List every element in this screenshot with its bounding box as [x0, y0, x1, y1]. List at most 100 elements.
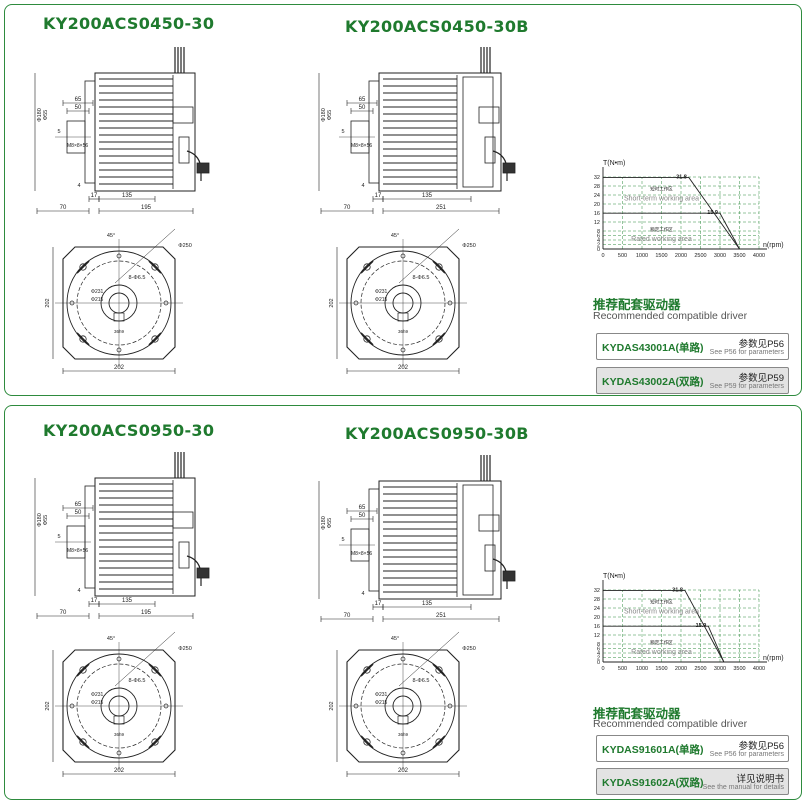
- dimension-label: 4: [361, 591, 364, 597]
- dimension-label: 65: [359, 97, 366, 103]
- rated-label-en: Rated working area: [631, 649, 692, 656]
- dimension-label: 17: [91, 193, 98, 199]
- dimension-label: 50: [75, 105, 82, 111]
- rated-torque-label: 15.9: [707, 210, 718, 216]
- dimension-label: Φ215: [91, 297, 104, 303]
- driver-ref: 参数见P56: [738, 741, 784, 752]
- x-tick-label: 0: [601, 666, 604, 672]
- driver-card-single: KYDAS43001A(单路) 参数见P56 See P56 for param…: [596, 333, 789, 360]
- recommended-driver-subheading: Recommended compatible driver: [593, 718, 748, 730]
- dimension-label: Φ55: [327, 518, 333, 529]
- short-term-label: 短时工作区: [650, 599, 673, 606]
- dimension-label: 202: [45, 298, 51, 307]
- dimension-label: Φ215: [375, 297, 388, 303]
- dimension-label: 36h9: [114, 732, 125, 737]
- dimension-label: M8×8×56: [67, 143, 88, 149]
- driver-ref-en: See P56 for parameters: [709, 349, 784, 356]
- short-term-label: 短时工作区: [650, 186, 673, 193]
- x-tick-label: 2000: [675, 253, 687, 259]
- x-tick-label: 1500: [655, 253, 667, 259]
- driver-name: KYDAS43002A(双路): [602, 376, 704, 388]
- dimension-label: 202: [114, 768, 125, 774]
- dimension-label: 4: [77, 588, 80, 594]
- y-axis-label: T(N•m): [603, 573, 625, 580]
- y-tick-label: 0: [597, 247, 600, 253]
- driver-name: KYDAS43001A(单路): [602, 342, 704, 354]
- driver-card-dual: KYDAS43002A(双路) 参数见P59 See P59 for param…: [596, 367, 789, 394]
- dimension-label: 8-Φ6.5: [129, 275, 146, 281]
- x-tick-label: 4000: [753, 666, 765, 672]
- dimension-label: 45°: [107, 233, 115, 239]
- driver-name: KYDAS91601A(单路): [602, 744, 704, 756]
- model-title-brake: KY200ACS0950-30B: [345, 424, 529, 443]
- dimension-label: Φ250: [462, 646, 476, 652]
- x-tick-label: 1500: [655, 666, 667, 672]
- y-tick-label: 8: [597, 229, 600, 235]
- dimension-label: 251: [436, 205, 447, 211]
- y-tick-label: 2: [597, 243, 600, 249]
- dimension-label: 70: [60, 205, 67, 211]
- y-tick-label: 0: [597, 660, 600, 666]
- dimension-label: 5: [341, 537, 344, 543]
- driver-ref: 参数见P59: [738, 373, 784, 384]
- y-tick-label: 16: [594, 211, 600, 217]
- x-tick-label: 1000: [636, 253, 648, 259]
- dimension-label: 202: [329, 298, 335, 307]
- recommended-driver-heading: 推荐配套驱动器: [593, 298, 681, 312]
- dimension-label: Φ180: [37, 108, 43, 122]
- dimension-label: 65: [359, 505, 366, 511]
- dimension-label: 202: [114, 365, 125, 371]
- y-tick-label: 24: [594, 606, 600, 612]
- rated-torque-label: 15.9: [696, 623, 707, 629]
- driver-ref: 详见说明书: [736, 774, 784, 785]
- dimension-label: Φ250: [462, 243, 476, 249]
- peak-torque-label: 31.8: [672, 587, 683, 593]
- recommended-driver-subheading: Recommended compatible driver: [593, 310, 748, 322]
- y-tick-label: 16: [594, 624, 600, 630]
- dimension-label: 50: [359, 513, 366, 519]
- model-title-brake: KY200ACS0450-30B: [345, 17, 529, 36]
- x-tick-label: 3500: [733, 666, 745, 672]
- y-tick-label: 2: [597, 656, 600, 662]
- model-title-standard: KY200ACS0950-30: [43, 421, 215, 440]
- dimension-label: Φ180: [321, 516, 327, 530]
- dimension-label: 70: [344, 613, 351, 619]
- dimension-label: 202: [398, 768, 409, 774]
- rated-label-en: Rated working area: [631, 236, 692, 243]
- dimension-label: 45°: [391, 233, 399, 239]
- x-axis-label: n(rpm): [763, 655, 784, 662]
- dimension-label: 202: [329, 701, 335, 710]
- dimension-label: 251: [436, 613, 447, 619]
- x-tick-label: 3500: [733, 253, 745, 259]
- dimension-label: 45°: [107, 636, 115, 642]
- dimension-label: Φ55: [43, 515, 49, 526]
- y-tick-label: 6: [597, 647, 600, 653]
- y-tick-label: 28: [594, 597, 600, 603]
- dimension-label: Φ215: [375, 700, 388, 706]
- dimension-label: Φ180: [321, 108, 327, 122]
- dimension-label: M8×8×56: [351, 551, 372, 557]
- dimension-label: 8-Φ6.5: [413, 678, 430, 684]
- rated-label: 额定工作区: [650, 639, 673, 646]
- dimension-label: 65: [75, 97, 82, 103]
- dimension-label: 36h9: [398, 732, 409, 737]
- dimension-label: 36h9: [398, 329, 409, 334]
- driver-ref-en: See P59 for parameters: [709, 383, 784, 390]
- dimension-label: Φ55: [43, 110, 49, 121]
- y-tick-label: 32: [594, 175, 600, 181]
- dimension-label: 202: [398, 365, 409, 371]
- y-tick-label: 4: [597, 651, 600, 657]
- dimension-label: Φ250: [178, 646, 192, 652]
- dimension-label: 17: [91, 598, 98, 604]
- dimension-label: Φ231: [375, 692, 388, 698]
- y-tick-label: 8: [597, 642, 600, 648]
